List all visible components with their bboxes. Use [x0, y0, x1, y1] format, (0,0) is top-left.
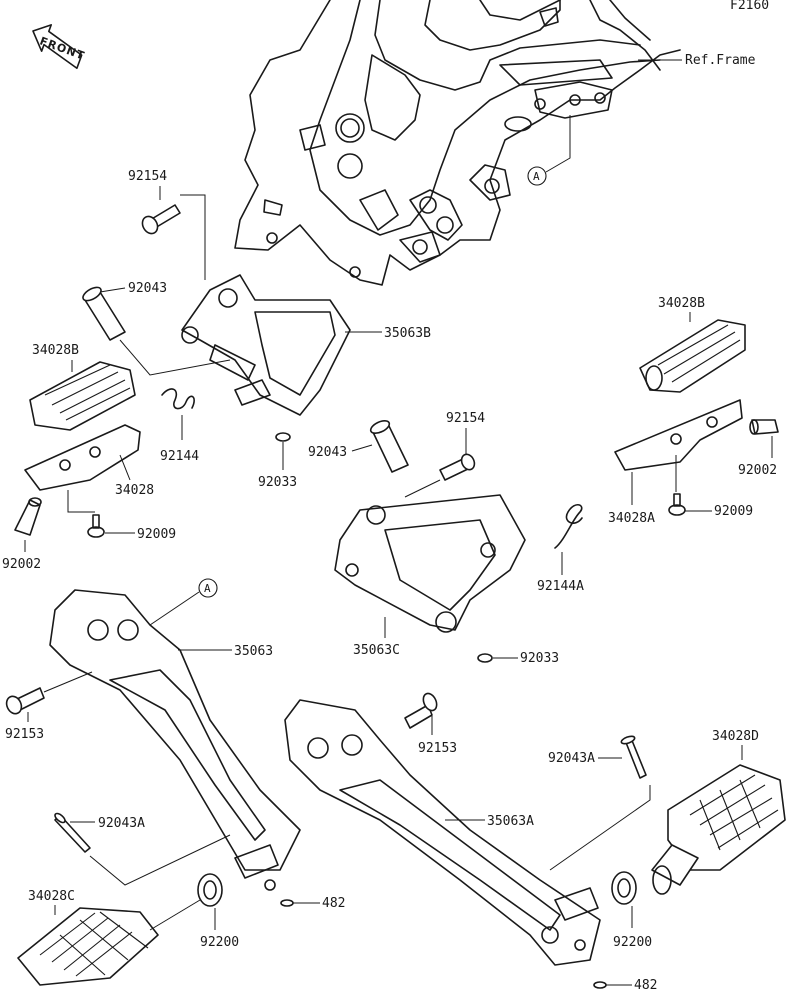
label-35063a: 35063A: [487, 814, 534, 829]
label-92009-r: 92009: [714, 504, 753, 519]
footrest-34028: [24, 424, 141, 491]
cap-92002-l: [14, 497, 42, 536]
label-92033-b: 92033: [520, 651, 559, 666]
label-92033-a: 92033: [258, 475, 297, 490]
bolt-92154-a: [141, 204, 181, 235]
label-482-r: 482: [634, 978, 657, 993]
label-92200-r: 92200: [613, 935, 652, 950]
bolt-92153-l: [5, 687, 45, 715]
label-34028c: 34028C: [28, 889, 75, 904]
label-92153-l: 92153: [5, 727, 44, 742]
cotter-482-r: [593, 981, 607, 989]
label-92144a: 92144A: [537, 579, 584, 594]
front-arrow-icon: FRONT: [32, 24, 87, 70]
label-34028a: 34028A: [608, 511, 655, 526]
bolt-92153-r: [404, 692, 438, 729]
pin-92043a-r: [620, 735, 647, 779]
cap-92002-r: [749, 419, 779, 435]
label-92043a-r: 92043A: [548, 751, 595, 766]
label-92043-a: 92043: [128, 281, 167, 296]
label-35063c: 35063C: [353, 643, 400, 658]
footrest-34028a: [614, 399, 743, 471]
figure-code: F2160: [730, 0, 769, 13]
pin-92043a-l: [54, 812, 91, 853]
footrest-rubber-34028c: [17, 907, 159, 986]
screw-92009-l: [87, 514, 105, 538]
spring-92144: [161, 388, 195, 410]
label-34028: 34028: [115, 483, 154, 498]
label-92153-r: 92153: [418, 741, 457, 756]
label-35063: 35063: [234, 644, 273, 659]
bracket-35063c: [334, 494, 526, 633]
callout-a-top: [527, 166, 547, 186]
footrest-rubber-34028d: [651, 764, 786, 895]
label-482-l: 482: [322, 896, 345, 911]
label-92043a-l: 92043A: [98, 816, 145, 831]
label-92043-b: 92043: [308, 445, 347, 460]
label-92154-b: 92154: [446, 411, 485, 426]
label-35063b: 35063B: [384, 326, 431, 341]
label-92154-a: 92154: [128, 169, 167, 184]
bracket-35063: [49, 589, 301, 891]
washer-92200-l: [197, 873, 223, 907]
clip-92033-b: [477, 653, 493, 663]
pin-92043-a: [82, 286, 126, 341]
bolt-92154-b: [439, 453, 476, 481]
cotter-482-l: [280, 899, 294, 907]
label-92009-l: 92009: [137, 527, 176, 542]
pin-92043-b: [369, 420, 409, 473]
bracket-35063a: [284, 699, 601, 966]
callout-a-top-letter: A: [533, 170, 540, 183]
footrest-rubber-34028b-l: [29, 361, 136, 431]
callout-a-bottom-letter: A: [204, 582, 211, 595]
label-34028b-r: 34028B: [658, 296, 705, 311]
footrest-rubber-34028b-r: [639, 319, 746, 393]
label-92002-l: 92002: [2, 557, 41, 572]
bracket-35063b: [181, 274, 351, 416]
frame-assembly: [234, 0, 681, 286]
spring-92144a: [554, 504, 583, 549]
label-34028d: 34028D: [712, 729, 759, 744]
screw-92009-r: [668, 493, 686, 516]
label-34028b-l: 34028B: [32, 343, 79, 358]
clip-92033-a: [275, 432, 291, 442]
callout-a-bottom: [198, 578, 218, 598]
label-92200-l: 92200: [200, 935, 239, 950]
washer-92200-r: [611, 871, 637, 905]
label-92002-r: 92002: [738, 463, 777, 478]
ref-frame-label: Ref.Frame: [685, 53, 756, 68]
label-92144: 92144: [160, 449, 199, 464]
